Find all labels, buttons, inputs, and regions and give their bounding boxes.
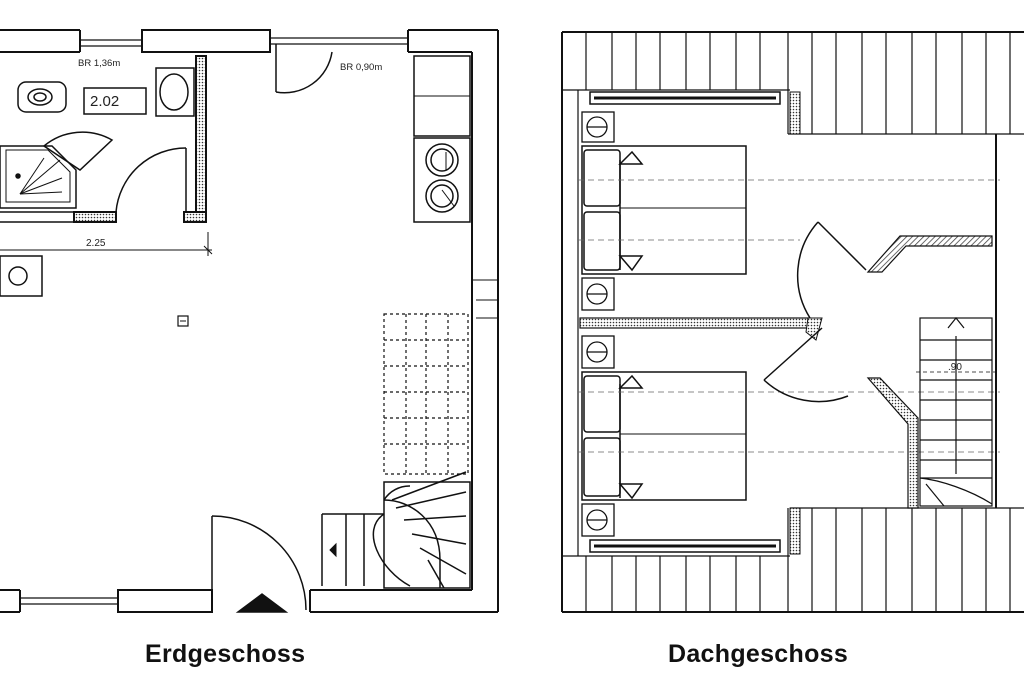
drain-circle xyxy=(8,266,28,286)
attic-guide-lines xyxy=(578,179,1000,453)
attic-floor-title: Dachgeschoss xyxy=(668,640,849,668)
bed-lower xyxy=(581,371,747,501)
bedroom-doors xyxy=(763,221,867,403)
roof-bottom-battens xyxy=(562,507,1024,612)
hall-door-width-label: BR 0,90m xyxy=(340,62,382,73)
attic-stair xyxy=(916,317,996,507)
kitchen-dashed-area xyxy=(383,313,469,475)
bedside-lamps xyxy=(581,111,615,537)
dimension-line xyxy=(0,232,213,256)
ground-floor-plan: 2.02 BR 1,36m BR 0,90m 2.25 xyxy=(0,29,499,613)
roof-top-battens xyxy=(562,32,1024,135)
kitchen-counter xyxy=(413,55,471,223)
bathroom-walls xyxy=(0,55,207,223)
room-number-label: 2.02 xyxy=(90,93,119,110)
ground-floor-title: Erdgeschoss xyxy=(145,640,306,668)
entrance-door xyxy=(211,515,307,613)
bathroom-fixtures xyxy=(0,67,195,213)
hall-door xyxy=(275,44,333,94)
stair-width-label: .90 xyxy=(948,362,962,373)
bed-upper xyxy=(581,145,747,275)
attic-floor-plan: .90 xyxy=(561,31,1024,613)
outer-walls xyxy=(0,29,499,613)
outlet-icon xyxy=(177,315,189,327)
bath-dimension-label: 2.25 xyxy=(86,238,106,249)
spiral-stair xyxy=(321,471,471,589)
wash-basin xyxy=(0,255,43,297)
bath-door-width-label: BR 1,36m xyxy=(78,58,120,69)
attic-inner-walls xyxy=(577,90,997,556)
